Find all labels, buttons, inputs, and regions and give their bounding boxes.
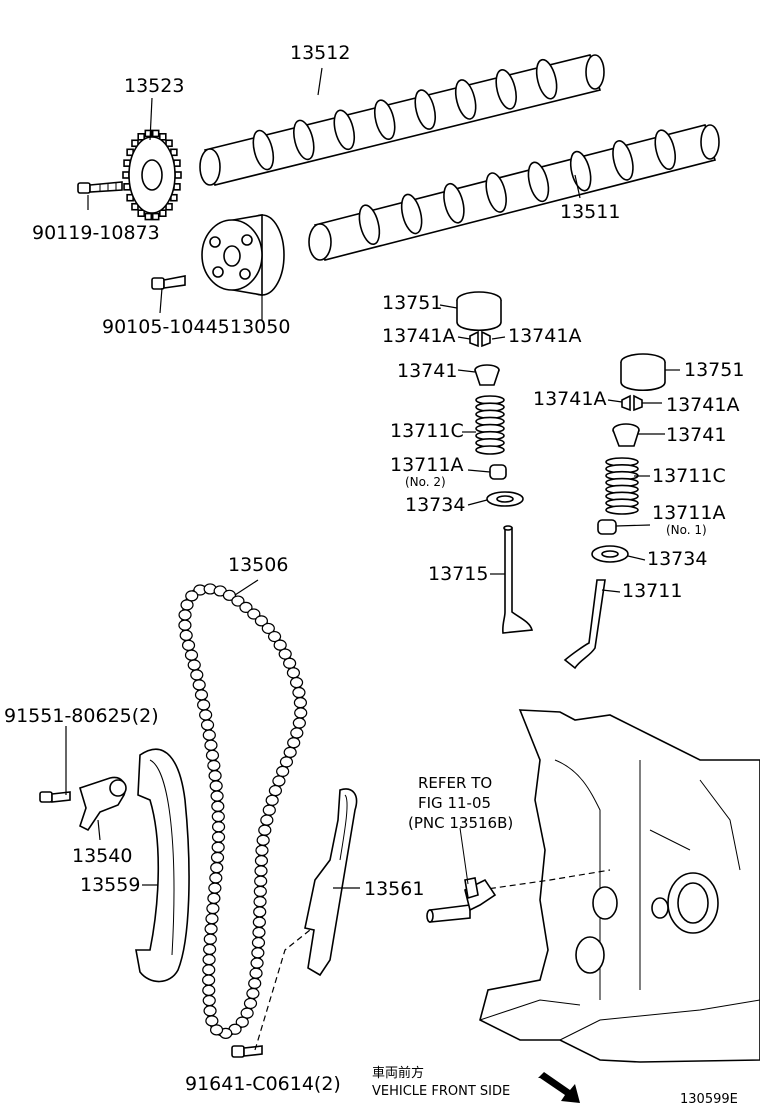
- label-90119-10873: 90119-10873: [32, 222, 160, 244]
- label-13711: 13711: [622, 580, 683, 602]
- label-13711c-b: 13711C: [652, 465, 726, 487]
- label-13741-a: 13741: [397, 360, 458, 382]
- exhaust-camshaft: [199, 54, 605, 186]
- intake-camshaft: [308, 124, 720, 261]
- sprocket-bolt-icon: [77, 181, 123, 194]
- vvt-bolt-icon: [151, 275, 186, 290]
- label-13741a-a-right: 13741A: [508, 325, 582, 347]
- label-13711a-b: 13711A: [652, 502, 726, 524]
- label-13711a-a: 13711A: [390, 454, 464, 476]
- label-13523: 13523: [124, 75, 185, 97]
- refer-note-line3: (PNC 13516B): [408, 814, 514, 832]
- label-13540: 13540: [72, 845, 133, 867]
- label-13050: 13050: [230, 316, 291, 338]
- engine-block: [479, 709, 760, 1063]
- label-13741-b: 13741: [666, 424, 727, 446]
- damper-bolt-icon: [231, 929, 311, 1058]
- timing-chain: [178, 583, 308, 1039]
- label-13711c-a: 13711C: [390, 420, 464, 442]
- label-13511: 13511: [560, 201, 621, 223]
- vvt-gear-assembly: [201, 214, 285, 296]
- label-13561: 13561: [364, 878, 425, 900]
- label-13741a-b-right: 13741A: [666, 394, 740, 416]
- label-13559: 13559: [80, 874, 141, 896]
- label-13751-b: 13751: [684, 359, 745, 381]
- refer-note-line1: REFER TO: [418, 774, 493, 792]
- direction-jp: 車両前方: [372, 1066, 425, 1081]
- label-13715: 13715: [428, 563, 489, 585]
- figure-id: 130599E: [680, 1092, 738, 1107]
- label-13506: 13506: [228, 554, 289, 576]
- label-no1: (No. 1): [666, 523, 707, 537]
- label-13512: 13512: [290, 42, 351, 64]
- valve-stack-intake: [563, 353, 666, 670]
- label-13734-a: 13734: [405, 494, 466, 516]
- exhaust-cam-sprocket: [122, 129, 182, 221]
- leader-lines: [65, 67, 680, 889]
- label-no2: (No. 2): [405, 475, 446, 489]
- chain-tensioner: [39, 776, 127, 832]
- oil-jet-part: [426, 827, 497, 923]
- chain-slipper: [135, 748, 190, 983]
- direction-en: VEHICLE FRONT SIDE: [372, 1084, 511, 1099]
- label-13741a-b-left: 13741A: [533, 388, 607, 410]
- label-91641-c0614: 91641-C0614(2): [185, 1073, 341, 1095]
- label-13734-b: 13734: [647, 548, 708, 570]
- label-13751-a: 13751: [382, 292, 443, 314]
- valve-stack-exhaust: [456, 291, 534, 634]
- label-13741a-a-left: 13741A: [382, 325, 456, 347]
- chain-damper: [304, 788, 358, 977]
- label-91551-80625: 91551-80625(2): [4, 705, 159, 727]
- vehicle-front-arrow-icon: [538, 1072, 580, 1103]
- label-90105-10445: 90105-10445: [102, 316, 230, 338]
- refer-note-line2: FIG 11-05: [418, 794, 492, 812]
